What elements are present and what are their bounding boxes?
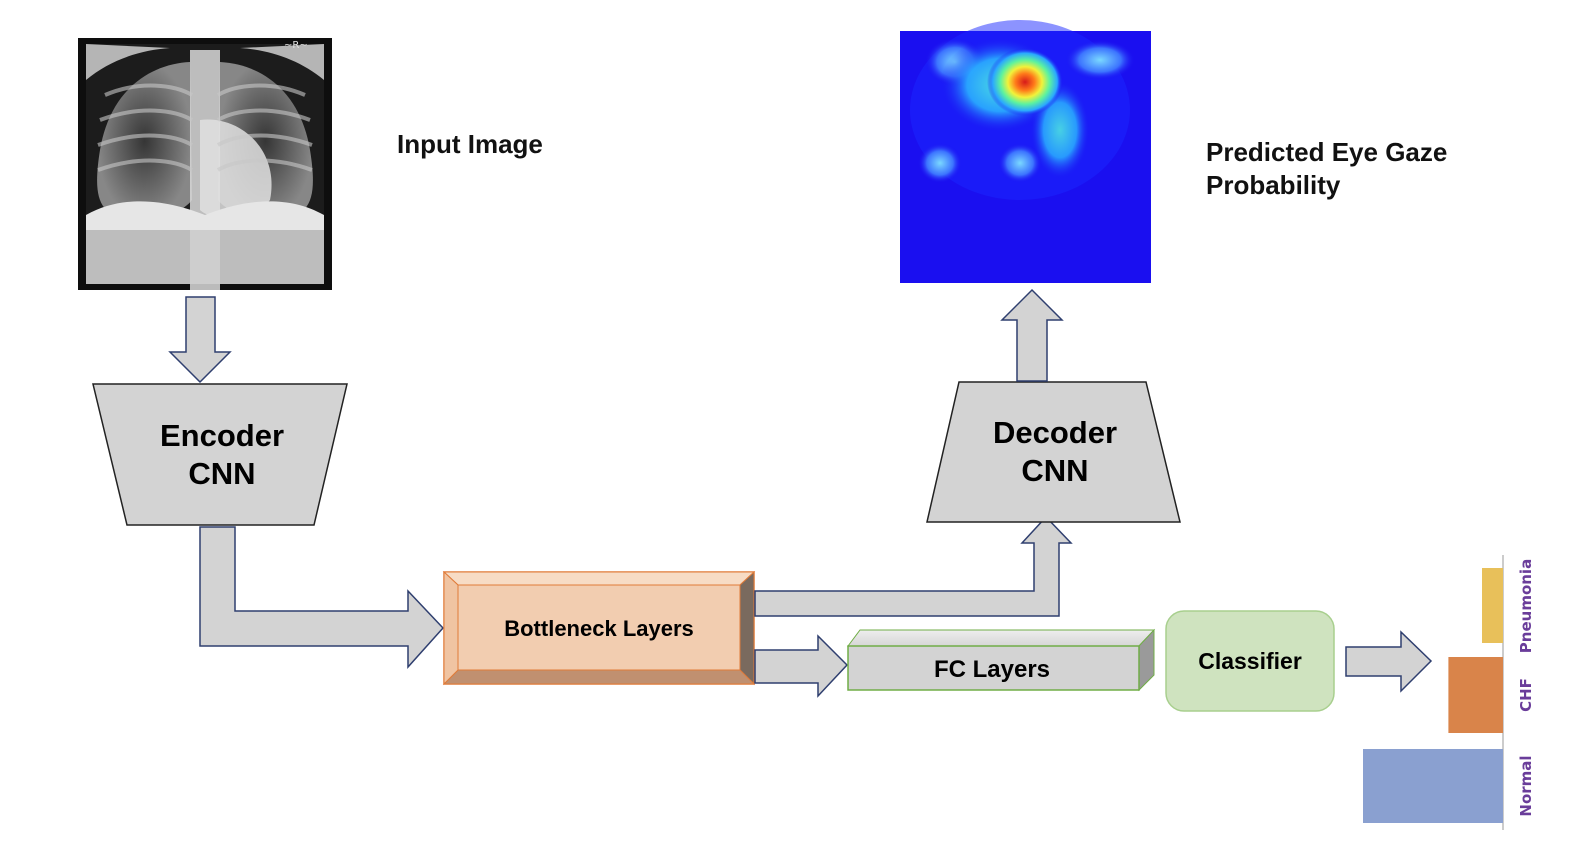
- bar-chf: [1448, 657, 1503, 733]
- classifier-to-output-arrow-icon: [1345, 630, 1433, 693]
- decoder-cnn-block: Decoder CNN: [926, 381, 1181, 523]
- bar-label-normal: Normal: [1517, 755, 1535, 816]
- encoder-cnn-label: CNN: [188, 456, 255, 491]
- encoder-label: Encoder: [160, 418, 284, 453]
- fc-layers-block: FC Layers: [847, 628, 1156, 692]
- bottleneck-to-fc-arrow-icon: [754, 634, 849, 698]
- bar-label-pneumonia: Pneumonia: [1517, 559, 1535, 653]
- bottleneck-to-decoder-arrow-icon: [754, 515, 1073, 617]
- bottleneck-label: Bottleneck Layers: [504, 616, 694, 641]
- encoder-cnn-block: Encoder CNN: [92, 383, 348, 526]
- svg-text:~R~: ~R~: [284, 40, 308, 51]
- classifier-label: Classifier: [1198, 648, 1302, 674]
- down-arrow-icon: [168, 296, 232, 384]
- classifier-block: Classifier: [1165, 610, 1335, 712]
- class-probability-chart: Normal CHF Pneumonia: [1363, 555, 1535, 830]
- bar-label-chf: CHF: [1517, 678, 1535, 712]
- chest-xray-image: ~R~: [78, 38, 332, 290]
- eye-gaze-heatmap: [900, 20, 1151, 283]
- predicted-eye-gaze-label: Predicted Eye Gaze: [1206, 137, 1447, 167]
- bar-pneumonia: [1482, 568, 1503, 643]
- bar-normal: [1363, 749, 1503, 823]
- decoder-label: Decoder: [993, 415, 1117, 450]
- bottleneck-layers-block: Bottleneck Layers: [442, 570, 756, 686]
- probability-label: Probability: [1206, 170, 1341, 200]
- decoder-cnn-label: CNN: [1021, 453, 1088, 488]
- up-arrow-icon: [1000, 288, 1064, 382]
- fc-label: FC Layers: [934, 656, 1050, 683]
- input-image-label: Input Image: [397, 129, 543, 159]
- encoder-to-bottleneck-arrow-icon: [199, 526, 445, 669]
